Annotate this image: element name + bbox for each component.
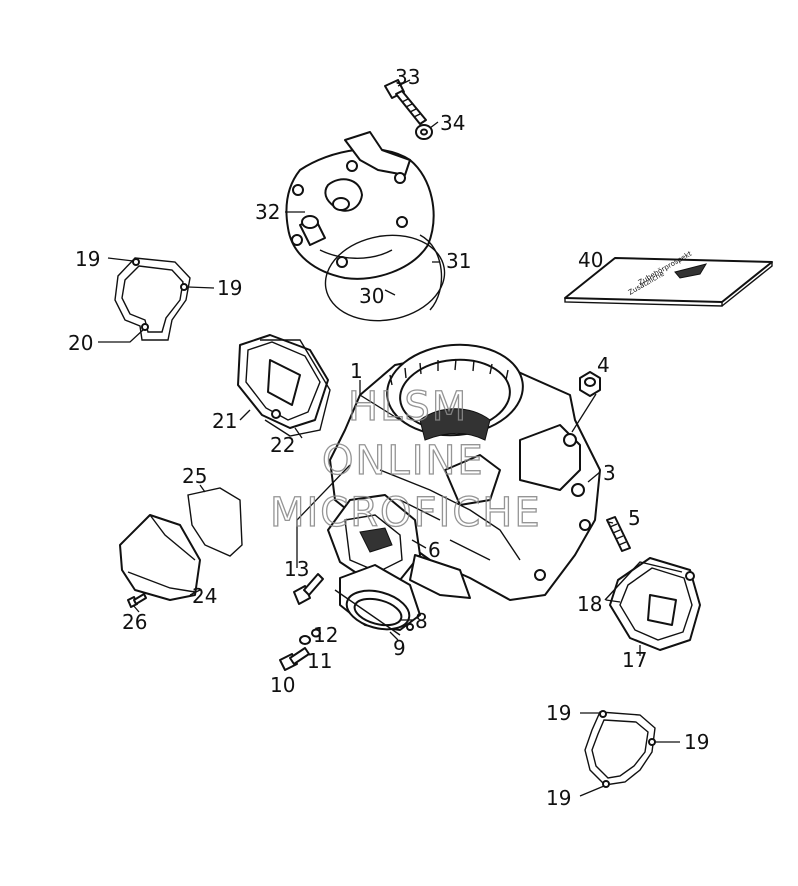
screw-part-26[interactable] bbox=[127, 593, 147, 608]
callout-9: 9 bbox=[393, 636, 406, 660]
exhaust-control-cover-part-17[interactable] bbox=[609, 557, 701, 651]
watermark-line3: MICROFICHE bbox=[270, 490, 542, 536]
cylinder-head-part-32[interactable] bbox=[285, 131, 435, 280]
callout-8: 8 bbox=[415, 609, 428, 633]
washer-part-34[interactable] bbox=[415, 124, 433, 140]
washer-part-11[interactable] bbox=[299, 635, 311, 645]
callout-20: 20 bbox=[68, 331, 93, 355]
screw-part-10[interactable] bbox=[279, 647, 310, 671]
watermark-line2: ONLINE bbox=[322, 438, 485, 484]
reed-valve-part-6[interactable] bbox=[327, 494, 471, 599]
callout-labels: 33 34 32 31 30 40 19 19 20 21 22 1 4 3 5… bbox=[68, 65, 709, 810]
callout-30: 30 bbox=[359, 284, 384, 308]
callout-32: 32 bbox=[255, 200, 280, 224]
callout-21: 21 bbox=[212, 409, 237, 433]
cylinder-part-1[interactable] bbox=[329, 339, 601, 601]
callout-11: 11 bbox=[307, 649, 332, 673]
exhaust-control-cover-part-21[interactable] bbox=[237, 334, 329, 429]
watermark: HLSM ONLINE MICROFICHE bbox=[269, 383, 542, 536]
callout-25: 25 bbox=[182, 464, 207, 488]
leader-lines bbox=[98, 79, 680, 797]
screw-part-13[interactable] bbox=[293, 573, 324, 605]
cover-gasket-part-22[interactable] bbox=[260, 339, 331, 437]
callout-10: 10 bbox=[270, 673, 295, 697]
cover-part-24[interactable] bbox=[119, 514, 201, 601]
callout-26: 26 bbox=[122, 610, 147, 634]
callout-17: 17 bbox=[622, 648, 647, 672]
cover-gasket-part-25[interactable] bbox=[187, 487, 243, 557]
callout-19-lower-top: 19 bbox=[546, 701, 571, 725]
callout-34: 34 bbox=[440, 111, 465, 135]
cover-gasket-part-19[interactable] bbox=[584, 710, 656, 788]
head-oring-part-30[interactable] bbox=[319, 226, 452, 330]
watermark-line1: HLSM bbox=[348, 384, 468, 430]
callout-22: 22 bbox=[270, 433, 295, 457]
callout-19-upper-right: 19 bbox=[217, 276, 242, 300]
intake-gasket-part-9[interactable] bbox=[334, 589, 401, 636]
head-oring-part-31[interactable] bbox=[419, 234, 443, 311]
head-bolt-part-33[interactable] bbox=[384, 79, 427, 125]
callout-12: 12 bbox=[313, 623, 338, 647]
cover-gasket-part-18[interactable] bbox=[604, 561, 683, 601]
callout-40: 40 bbox=[578, 248, 603, 272]
cylinder-stud-part-5[interactable] bbox=[606, 516, 631, 552]
callout-19-upper-left: 19 bbox=[75, 247, 100, 271]
intake-flange-part-8[interactable] bbox=[339, 564, 421, 636]
washer-part-12[interactable] bbox=[311, 628, 321, 638]
callout-4: 4 bbox=[597, 353, 610, 377]
callout-1: 1 bbox=[350, 359, 363, 383]
callout-33: 33 bbox=[395, 65, 420, 89]
callout-13: 13 bbox=[284, 557, 309, 581]
callout-3: 3 bbox=[603, 461, 616, 485]
callout-6: 6 bbox=[428, 538, 441, 562]
callout-24: 24 bbox=[192, 584, 217, 608]
callout-18: 18 bbox=[577, 592, 602, 616]
owners-manual-part-40[interactable]: Zubehörprospekt Zusätzliche bbox=[564, 250, 773, 307]
cylinder-nut-part-4[interactable] bbox=[579, 371, 601, 397]
exhaust-cover-gasket-part-20[interactable] bbox=[114, 257, 191, 341]
callout-19-lower-right: 19 bbox=[684, 730, 709, 754]
callout-19-lower-bottom: 19 bbox=[546, 786, 571, 810]
callout-5: 5 bbox=[628, 506, 641, 530]
callout-31: 31 bbox=[446, 249, 471, 273]
